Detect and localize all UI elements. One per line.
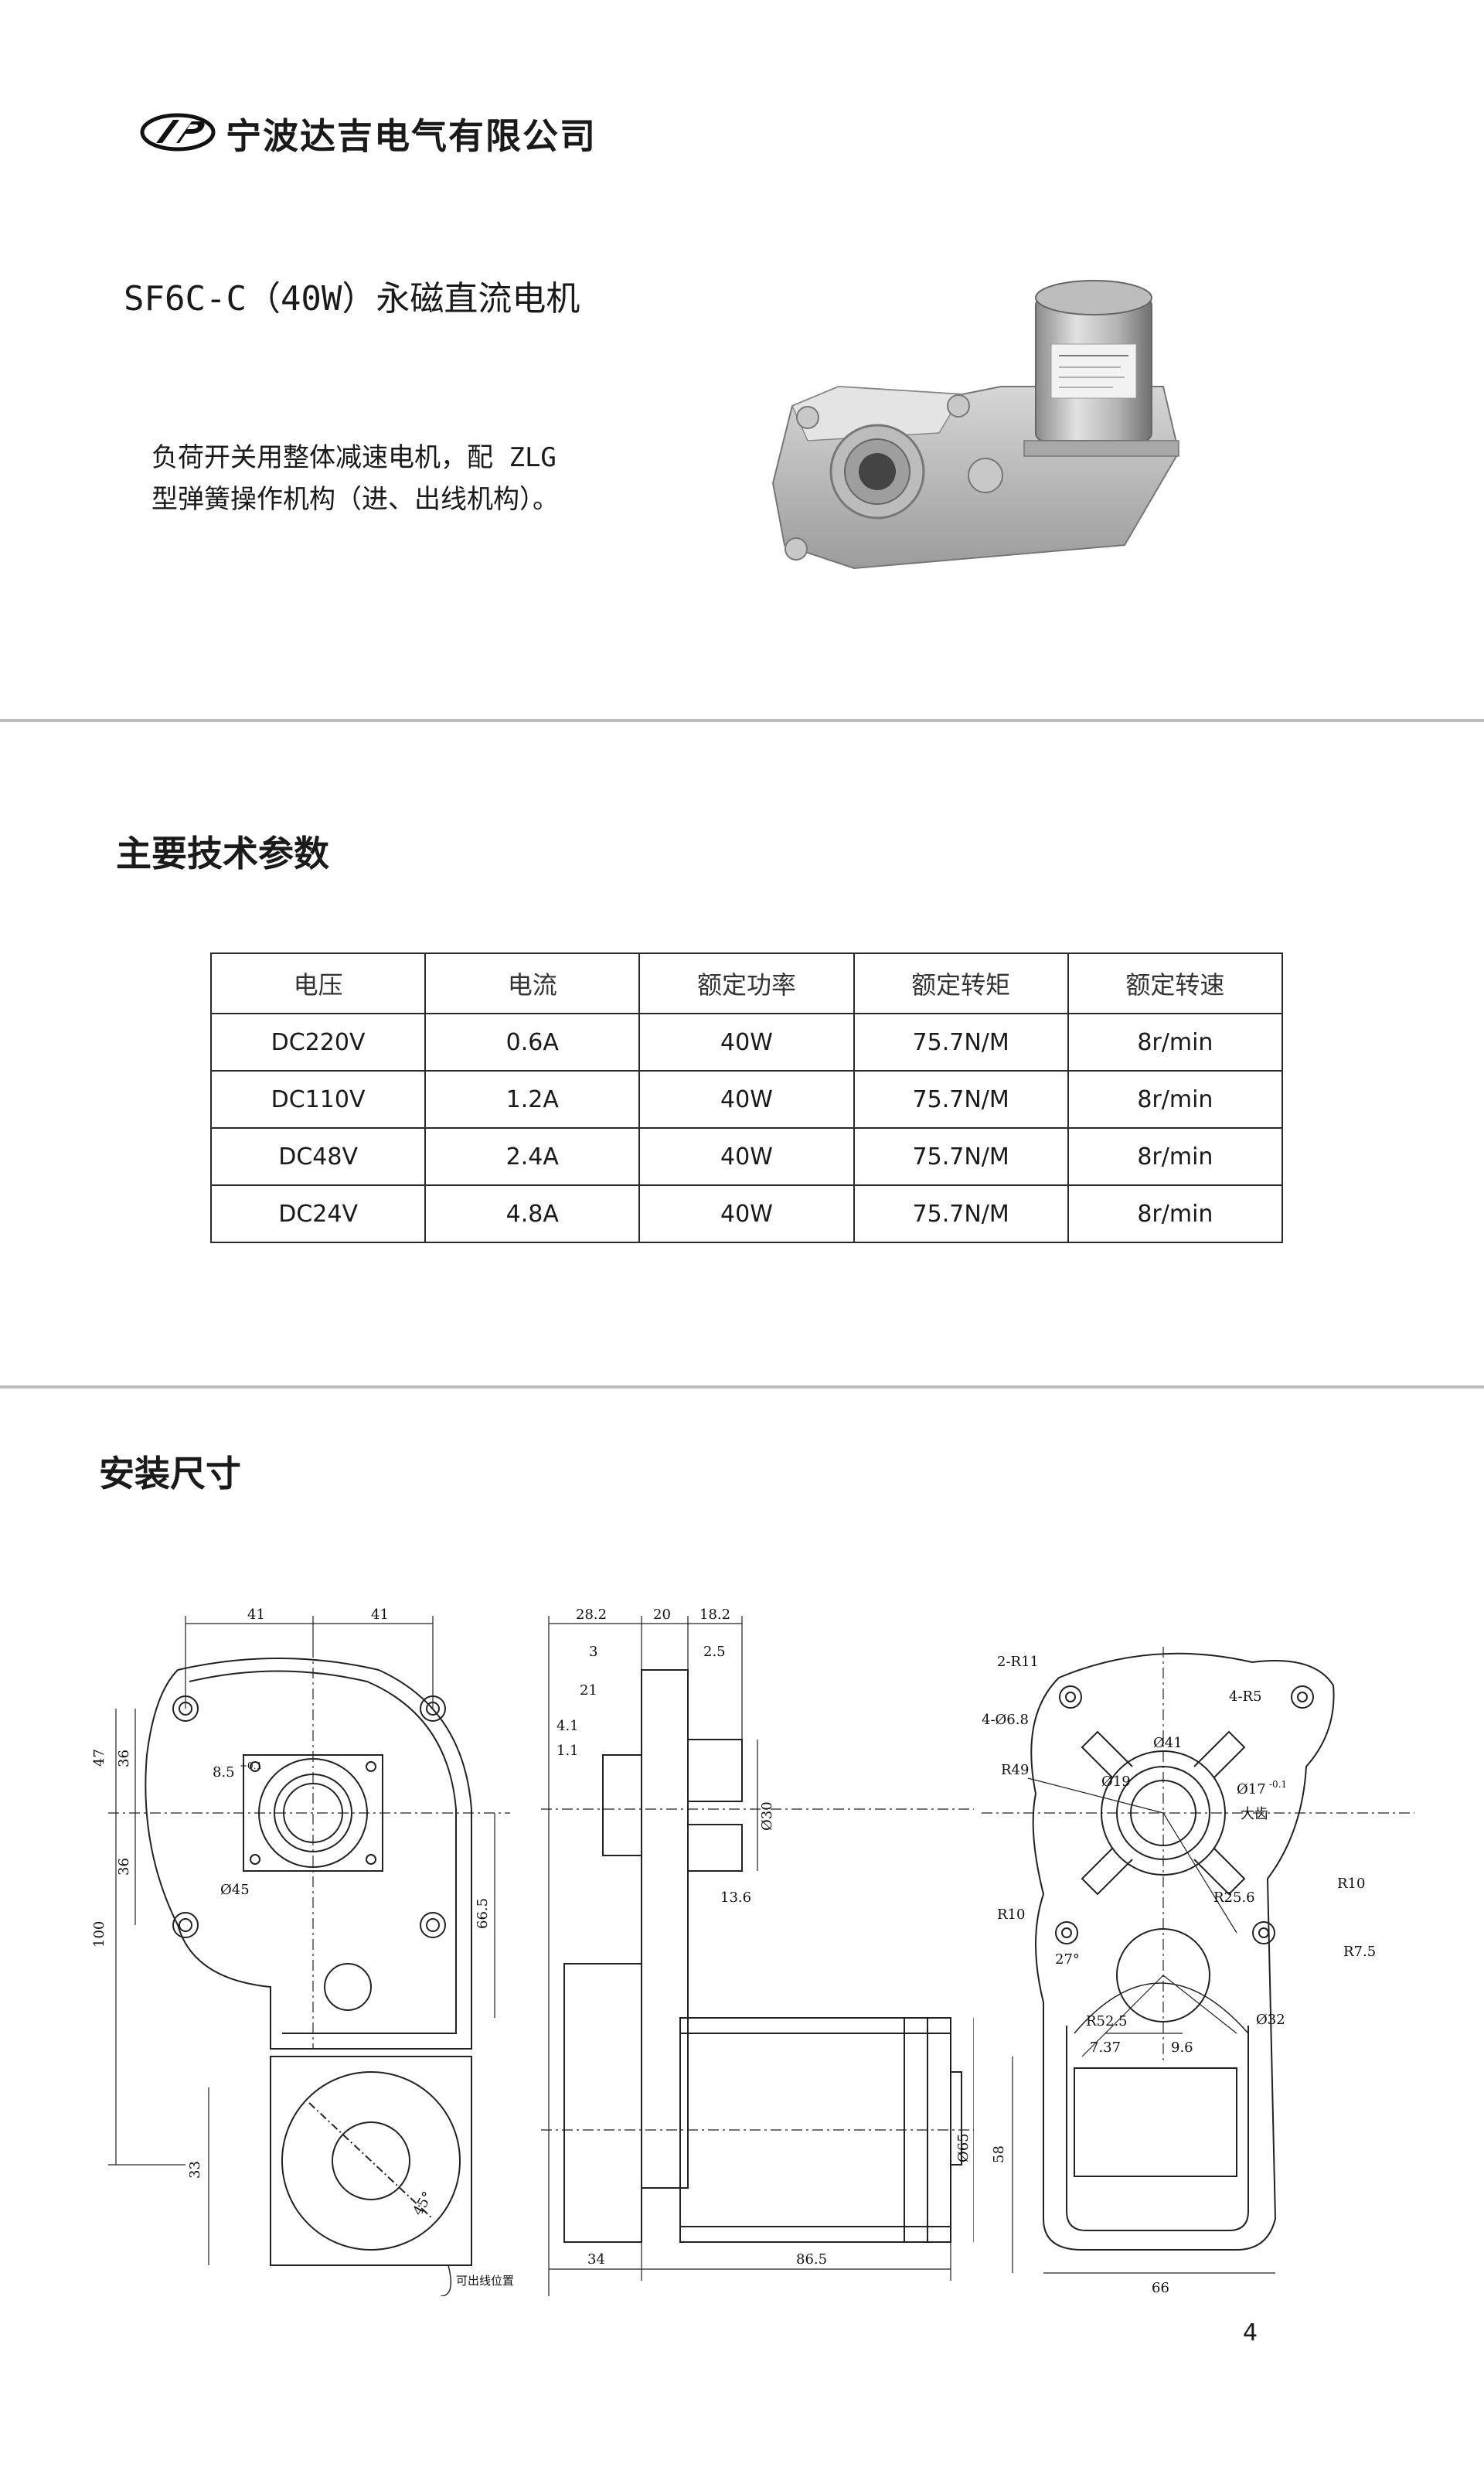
specs-section-title: 主要技术参数 — [116, 833, 329, 874]
description-line: 负荷开关用整体减速电机，配 ZLG — [151, 442, 556, 473]
section-divider — [0, 719, 1484, 722]
table-cell: 8r/min — [1067, 1184, 1284, 1243]
dim-label: R7.5 — [1343, 1944, 1376, 1960]
dim-label: 34 — [587, 2251, 605, 2268]
table-cell: 40W — [638, 1184, 855, 1243]
spec-table: 电压 电流 额定功率 额定转矩 额定转速 DC220V 0.6A 40W 75.… — [209, 952, 1284, 1243]
table-cell: 8r/min — [1067, 1013, 1284, 1072]
table-row: DC24V 4.8A 40W 75.7N/M 8r/min — [209, 1184, 1284, 1243]
table-cell: 2.4A — [424, 1127, 641, 1186]
dim-label: R10 — [1337, 1876, 1365, 1892]
dim-label: 8.5 — [213, 1764, 235, 1781]
dim-label: 7.37 — [1090, 2040, 1121, 2056]
dim-label: Ø45 — [220, 1882, 250, 1898]
table-cell: 0.6A — [424, 1013, 641, 1072]
table-header-row: 电压 电流 额定功率 额定转矩 额定转速 — [209, 952, 1284, 1014]
dim-label: 2.5 — [703, 1644, 726, 1660]
dim-label: 100 — [93, 1921, 107, 1948]
section-divider — [0, 1385, 1484, 1389]
dim-label: Ø17 — [1237, 1781, 1266, 1798]
dim-label: R25.6 — [1213, 1890, 1255, 1906]
page-number: 4 — [1243, 2319, 1258, 2346]
dim-label: Ø32 — [1256, 2012, 1285, 2028]
company-name: 宁波达吉电气有限公司 — [226, 115, 597, 157]
table-cell: 75.7N/M — [853, 1070, 1069, 1129]
table-row: DC48V 2.4A 40W 75.7N/M 8r/min — [209, 1127, 1284, 1186]
table-row: DC110V 1.2A 40W 75.7N/M 8r/min — [209, 1070, 1284, 1129]
product-description: 负荷开关用整体减速电机，配 ZLG 型弹簧操作机构（进、出线机构）。 — [151, 437, 631, 520]
table-cell: 75.7N/M — [853, 1127, 1069, 1186]
dim-label: 36 — [116, 1750, 132, 1767]
dim-label: 18.2 — [699, 1607, 730, 1623]
dim-label: 3 — [589, 1644, 597, 1660]
dim-label: +0.1 — [240, 1760, 262, 1771]
dim-label: 9.6 — [1171, 2040, 1193, 2056]
table-cell: DC24V — [209, 1184, 427, 1243]
table-cell: DC110V — [209, 1070, 427, 1129]
side-view-drawing: 28.2 20 18.2 3 2.5 21 4.1 1.1 Ø30 13.6 Ø… — [541, 1607, 974, 2296]
dim-label: 27° — [1055, 1951, 1080, 1968]
dim-label: 45° — [410, 2189, 436, 2218]
table-cell: 1.2A — [424, 1070, 641, 1129]
table-cell: 40W — [638, 1127, 855, 1186]
rear-view-drawing: 2-R11 4-Ø6.8 4-R5 R49 Ø41 Ø19 Ø17 -0.1 大… — [982, 1647, 1414, 2296]
column-header: 额定转速 — [1067, 952, 1284, 1014]
dim-label: 66 — [1152, 2280, 1169, 2296]
dim-label: 47 — [93, 1749, 107, 1767]
dim-label: 20 — [653, 1607, 671, 1623]
dim-label: 1.1 — [556, 1743, 579, 1759]
install-section-title: 安装尺寸 — [99, 1453, 241, 1494]
dim-label: Ø41 — [1153, 1735, 1183, 1751]
dim-label: 28.2 — [576, 1607, 607, 1623]
front-view-drawing: 41 41 47 36 36 100 33 8.5 +0.1 Ø45 66.5 … — [93, 1607, 514, 2296]
dim-label: 58 — [991, 2145, 1007, 2163]
column-header: 额定转矩 — [853, 952, 1069, 1014]
table-cell: 8r/min — [1067, 1127, 1284, 1186]
dim-label: 41 — [247, 1607, 265, 1623]
dim-label: Ø30 — [759, 1801, 775, 1831]
table-cell: DC220V — [209, 1013, 427, 1072]
table-cell: 4.8A — [424, 1184, 641, 1243]
column-header: 额定功率 — [638, 952, 855, 1014]
dim-label: R49 — [1001, 1762, 1029, 1778]
dim-label: 大齿 — [1241, 1806, 1268, 1822]
table-row: DC220V 0.6A 40W 75.7N/M 8r/min — [209, 1013, 1284, 1072]
motor-photo — [771, 280, 1180, 570]
dim-label: 4-R5 — [1229, 1689, 1262, 1705]
description-line: 型弹簧操作机构（进、出线机构）。 — [151, 484, 559, 515]
dim-label: 86.5 — [796, 2251, 827, 2268]
dim-label: 4-Ø6.8 — [982, 1712, 1029, 1728]
dim-label: R52.5 — [1086, 2013, 1128, 2029]
table-cell: 40W — [638, 1013, 855, 1072]
table-cell: 40W — [638, 1070, 855, 1129]
dim-label: 13.6 — [720, 1890, 751, 1906]
dim-label: -0.1 — [1269, 1779, 1287, 1790]
company-logo-icon — [140, 113, 216, 152]
dim-label: 4.1 — [556, 1718, 579, 1734]
dim-label: Ø19 — [1101, 1774, 1131, 1790]
table-cell: DC48V — [209, 1127, 427, 1186]
product-title: SF6C-C（40W）永磁直流电机 — [124, 279, 580, 319]
dim-label: 41 — [371, 1607, 389, 1623]
dim-label: 66.5 — [475, 1898, 491, 1929]
column-header: 电压 — [209, 952, 427, 1014]
column-header: 电流 — [424, 952, 641, 1014]
dim-note: 可出线位置 — [456, 2274, 514, 2288]
table-cell: 75.7N/M — [853, 1184, 1069, 1243]
dim-label: R10 — [997, 1907, 1025, 1923]
table-cell: 75.7N/M — [853, 1013, 1069, 1072]
dim-label: 33 — [187, 2161, 203, 2179]
dim-label: 36 — [116, 1858, 132, 1876]
dim-label: Ø65 — [955, 2133, 972, 2162]
table-cell: 8r/min — [1067, 1070, 1284, 1129]
dim-label: 21 — [580, 1682, 597, 1699]
dim-label: 2-R11 — [997, 1654, 1039, 1670]
